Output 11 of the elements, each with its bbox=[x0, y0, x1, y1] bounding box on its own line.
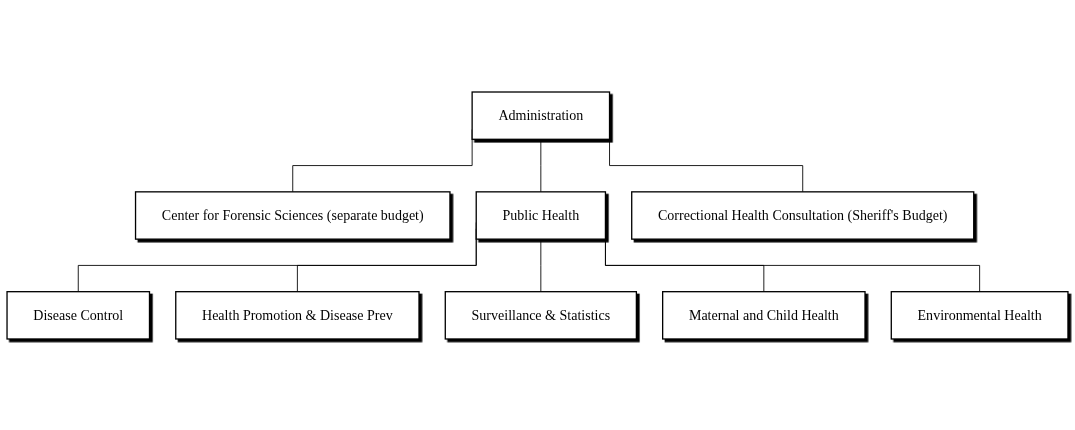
node-box: Surveillance & Statistics bbox=[444, 290, 638, 340]
node-box: Disease Control bbox=[6, 290, 151, 340]
connector bbox=[540, 138, 542, 192]
node-box: Public Health bbox=[475, 190, 607, 240]
node-box: Health Promotion & Disease Prev bbox=[175, 290, 420, 340]
node-box: Center for Forensic Sciences (separate budget) bbox=[134, 190, 451, 240]
node-box: Environmental Health bbox=[890, 290, 1069, 340]
node-box: Administration bbox=[471, 90, 611, 140]
node-box: Correctional Health Consultation (Sheriff's Budget) bbox=[631, 190, 975, 240]
connector bbox=[540, 238, 542, 292]
node-box: Maternal and Child Health bbox=[662, 290, 866, 340]
